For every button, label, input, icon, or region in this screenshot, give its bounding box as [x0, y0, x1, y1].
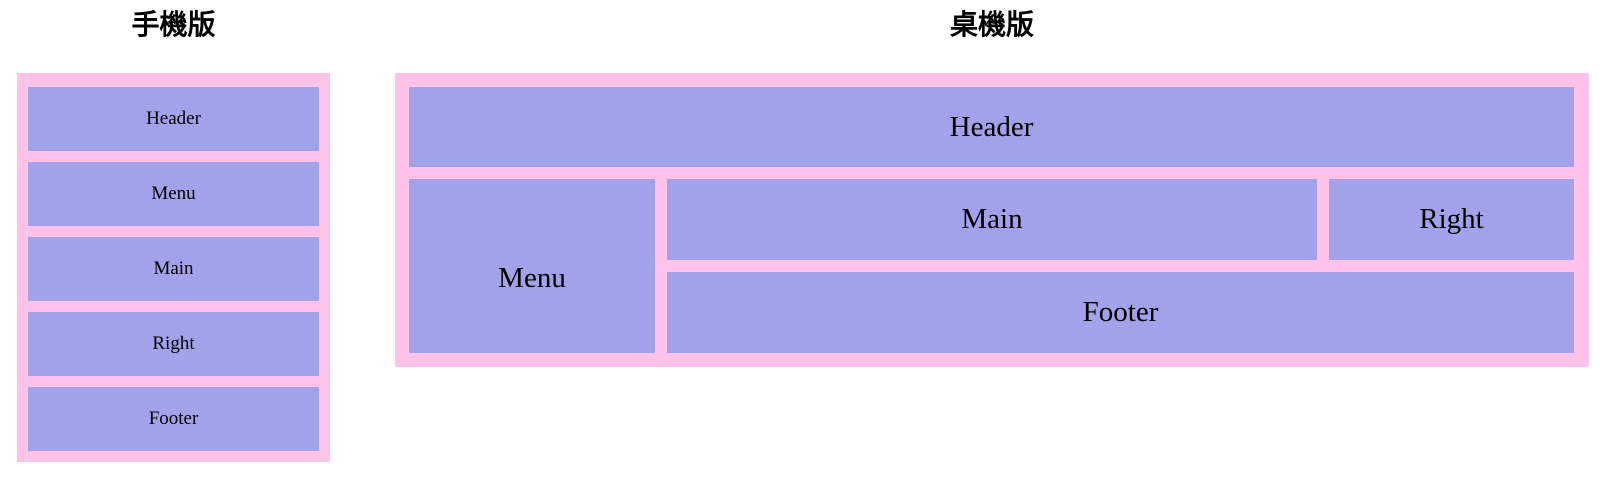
desktop-menu-box: Menu — [409, 179, 655, 353]
desktop-footer-box: Footer — [667, 272, 1574, 353]
desktop-layout-container: Header Menu Main Right Footer — [395, 73, 1589, 367]
mobile-right-box: Right — [28, 312, 319, 376]
desktop-section-title: 桌機版 — [949, 9, 1034, 40]
mobile-header-box: Header — [28, 87, 319, 151]
desktop-right-box: Right — [1329, 179, 1574, 260]
mobile-menu-box: Menu — [28, 162, 319, 226]
mobile-footer-box: Footer — [28, 387, 319, 451]
desktop-main-box: Main — [667, 179, 1317, 260]
mobile-section-title: 手機版 — [131, 9, 216, 40]
mobile-layout-container: Header Menu Main Right Footer — [17, 73, 330, 462]
desktop-header-box: Header — [409, 87, 1574, 167]
mobile-main-box: Main — [28, 237, 319, 301]
